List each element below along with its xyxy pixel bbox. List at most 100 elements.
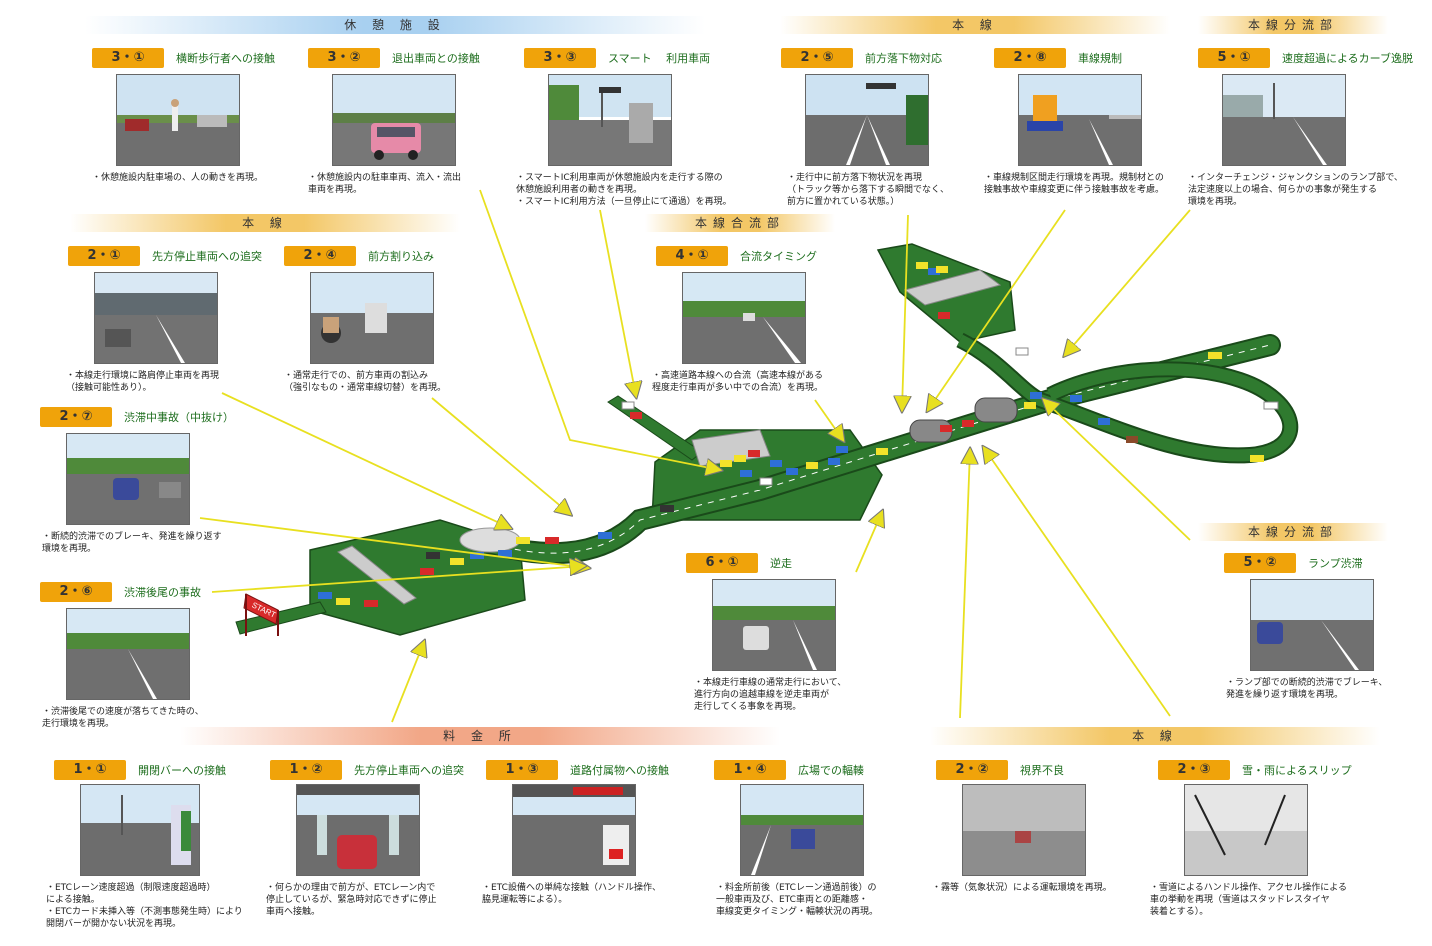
scenario-thumbnail [1250,579,1374,671]
arrow-2-8 [928,209,1066,410]
scenario-badge: 2・⑥ [40,582,112,602]
scenario-desc: ・渋滞後尾での速度が落ちてきた時の、走行環境を再現。 [42,707,204,729]
section-band-toll: 料 金 所 [180,727,780,745]
arrow-3-3 [599,209,636,396]
scenario-badge: 5・② [1224,553,1296,573]
scenario-desc: ・休憩施設内駐車場の、人の動きを再現。 [92,173,264,183]
scenario-thumbnail [94,272,218,364]
scenario-title: 退出車両との接触 [392,52,480,65]
scenario-thumbnail [1184,784,1308,876]
scenario-desc: ・本線走行車線の通常走行において、進行方向の追越車線を逆走車両が走行してくる事象… [694,678,847,712]
arrow-toll [391,642,424,723]
scenario-title: 道路付属物への接触 [570,764,669,777]
scenario-thumbnail [805,74,929,166]
scenario-title: 前方割り込み [368,250,434,263]
scenario-badge: 2・⑤ [781,48,853,68]
arrow-2-2 [959,450,970,719]
toll-stub-road [235,601,327,635]
arrow-2-1 [221,392,510,528]
scenario-badge: 1・① [54,760,126,780]
arrow-3-1 [479,189,720,470]
map-cars [318,262,1279,607]
scenario-badge: 2・① [68,246,140,266]
scenario-badge: 2・② [936,760,1008,780]
arrow-6-1 [855,512,882,573]
arrow-2-3 [984,448,1171,717]
scenario-badge: 1・③ [486,760,558,780]
section-band-mainline-top: 本 線 [780,16,1170,34]
scenario-thumbnail [1018,74,1142,166]
arrow-2-7 [199,517,588,568]
section-band-merge: 本線合流部 [645,214,835,232]
scenario-thumbnail [296,784,420,876]
scenario-title: ランプ渋滞 [1308,557,1363,570]
scenario-thumbnail [512,784,636,876]
scenario-thumbnail [66,608,190,700]
scenario-desc: ・走行中に前方落下物状況を再現（トラック等から落下する瞬間でなく、前方に置かれて… [787,173,950,207]
scenario-badge: 3・① [92,48,164,68]
scenario-desc: ・休憩施設内の駐車車両、流入・流出車両を再現。 [308,173,462,195]
scenario-badge: 5・① [1198,48,1270,68]
scenario-title: 車線規制 [1078,52,1122,65]
scenario-desc: ・インターチェンジ・ジャンクションのランプ部で、法定速度以上の場合、何らかの事象… [1188,173,1403,207]
arrow-2-5 [902,214,908,410]
scenario-desc: ・ETCレーン速度超過（制限速度超過時）による接触。・ETCカード未挿入等（不測… [46,883,243,929]
scenario-desc: ・車線規制区間走行環境を再現。規制材との接触事故や車線変更に伴う接触事故を考慮。 [984,173,1165,195]
scenario-title: 逆走 [770,557,792,570]
scenario-badge: 4・① [656,246,728,266]
scenario-badge: 6・① [686,553,758,573]
scenario-title: 先方停止車両への追突 [152,250,262,263]
arrow-2-4 [431,397,570,514]
scenario-desc: ・ETC設備への単純な接触（ハンドル操作、脇見運転等による）。 [482,883,661,905]
scenario-desc: ・スマートIC利用車両が休憩施設内を走行する際の休憩施設利用者の動きを再現。・ス… [516,173,732,207]
section-band-divergence-top: 本線分流部 [1198,16,1388,34]
scenario-title: 速度超過によるカーブ逸脱 [1282,52,1414,65]
scenario-badge: 3・③ [524,48,596,68]
scenario-title: 視界不良 [1020,764,1064,777]
section-band-mainline-bottom: 本 線 [930,727,1380,745]
scenario-desc: ・通常走行での、前方車両の割込み（強引なもの・通常車線切替）を再現。 [284,371,447,393]
scenario-thumbnail [712,579,836,671]
scenario-desc: ・高速道路本線への合流（高速本線がある程度走行車両が多い中での合流）を再現。 [652,371,824,393]
scenario-desc: ・料金所前後（ETCレーン通過前後）の一般車両及び、ETC車両との距離感・車線変… [716,883,879,917]
arrow-4-1 [814,399,843,440]
scenario-badge: 2・⑧ [994,48,1066,68]
scenario-title: 合流タイミング [740,250,817,263]
scenario-badge: 1・② [270,760,342,780]
scenario-thumbnail [332,74,456,166]
scenario-badge: 2・④ [284,246,356,266]
scenario-thumbnail [66,433,190,525]
scenario-title: 横断歩行者への接触 [176,52,275,65]
scenario-desc: ・ランプ部での断続的渋滞でブレーキ、発進を繰り返す環境を再現。 [1226,678,1388,700]
scenario-desc: ・本線走行環境に路肩停止車両を再現（接触可能性あり）。 [66,371,220,393]
scenario-desc: ・霧等（気象状況）による運転環境を再現。 [932,883,1112,893]
scenario-desc: ・断続的渋滞でのブレーキ、発進を繰り返す環境を再現。 [42,532,222,554]
section-band-rest-area: 休 憩 施 設 [85,16,705,34]
scenario-title: 前方落下物対応 [865,52,942,65]
scenario-thumbnail [740,784,864,876]
arrow-5-1 [1065,209,1191,355]
scenario-thumbnail [548,74,672,166]
tunnel-2 [974,397,1018,423]
scenario-badge: 3・② [308,48,380,68]
scenario-thumbnail [962,784,1086,876]
scenario-desc: ・何らかの理由で前方が、ETCレーン内で停止しているが、緊急時対応できずに停止車… [266,883,437,917]
arrow-2-6 [211,566,584,593]
arrow-5-2 [1044,400,1191,541]
scenario-title: 広場での輻輳 [798,764,864,777]
pointer-arrows [199,189,1191,723]
scenario-thumbnail [310,272,434,364]
start-sign: START [243,593,279,636]
scenario-thumbnail [116,74,240,166]
section-band-divergence-right: 本線分流部 [1198,523,1388,541]
scenario-title: 先方停止車両への追突 [354,764,464,777]
scenario-thumbnail [80,784,200,876]
scenario-desc: ・雪道によるハンドル操作、アクセル操作による車の挙動を再現（雪道はスタッドレスタ… [1150,883,1348,917]
scenario-badge: 2・⑦ [40,407,112,427]
scenario-title: 雪・雨によるスリップ [1242,764,1352,777]
scenario-thumbnail [682,272,806,364]
scenario-title: スマート 利用車両 [608,52,711,65]
scenario-badge: 1・④ [714,760,786,780]
scenario-title: 渋滞後尾の事故 [124,586,201,599]
